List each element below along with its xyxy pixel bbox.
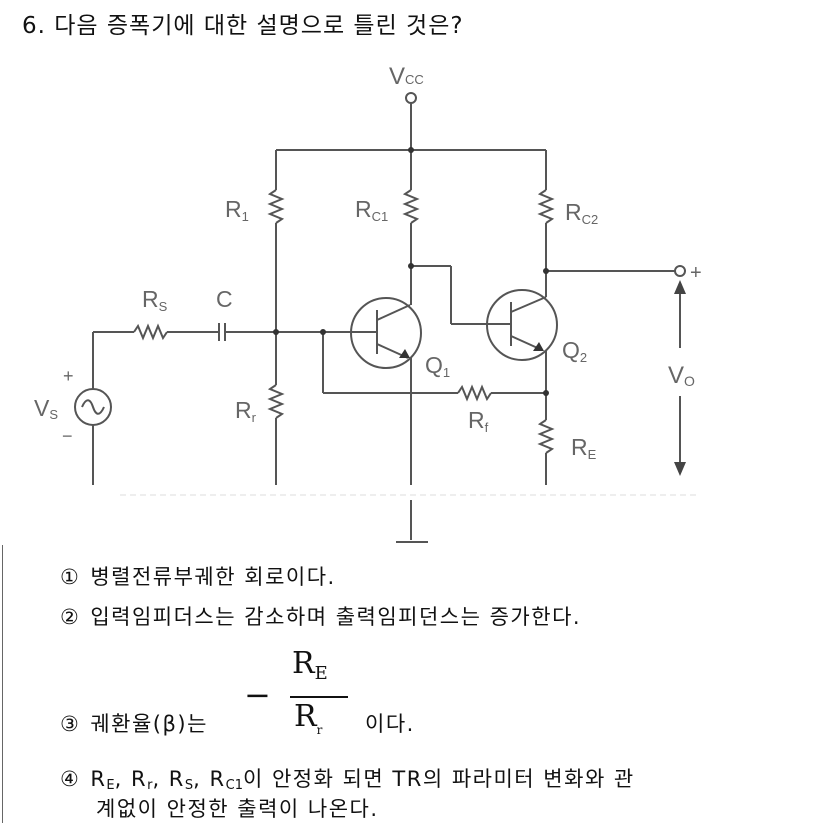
rc1-label: RC1 — [355, 196, 388, 224]
option-2-text: 입력임피더스는 감소하며 출력임피던스는 증가한다. — [90, 605, 582, 629]
junction-dots — [273, 147, 549, 396]
question-text: 다음 증폭기에 대한 설명으로 틀린 것은? — [54, 13, 464, 39]
question-title: 6. 다음 증폭기에 대한 설명으로 틀린 것은? — [22, 6, 464, 40]
q2-label: Q2 — [562, 337, 587, 365]
option-1-text: 병렬전류부궤한 회로이다. — [90, 565, 336, 589]
option-3-text-before: 궤환율(β)는 — [90, 712, 208, 736]
q1-label: Q1 — [425, 352, 450, 380]
vo-up-arrow-icon — [674, 280, 686, 294]
option-4-line1: RE, Rr, RS, RC1이 안정화 되면 TR의 파라미터 변화와 관 — [90, 767, 635, 793]
fraction-minus: − — [244, 676, 271, 714]
question-number: 6. — [22, 13, 46, 39]
option-3-number: ③ — [60, 712, 81, 736]
option-1-number: ① — [60, 565, 81, 589]
r1-label: R1 — [225, 196, 249, 224]
q2-emitter-arrow-icon — [533, 342, 544, 351]
re-label: RE — [571, 434, 597, 462]
vcc-terminal — [405, 92, 417, 104]
vs-label: VS — [34, 395, 58, 422]
vcc-label: VCC — [389, 63, 424, 90]
rc2-label: RC2 — [565, 199, 598, 227]
option-3-text-after: 이다. — [365, 712, 415, 736]
option-1[interactable]: ① 병렬전류부궤한 회로이다. — [60, 561, 336, 591]
ac-source-icon — [74, 388, 112, 426]
rf-label: Rf — [468, 407, 489, 435]
q1-emitter-arrow-icon — [399, 349, 410, 358]
feedback-ratio-fraction: − RE Rr — [244, 646, 364, 737]
option-4-line2: 계없이 안정한 출력이 나온다. — [96, 797, 379, 821]
output-plus-label: + — [690, 262, 702, 284]
option-2[interactable]: ② 입력임피더스는 감소하며 출력임피던스는 증가한다. — [60, 601, 581, 631]
option-2-number: ② — [60, 605, 81, 629]
c-label: C — [216, 286, 233, 312]
vo-down-arrow-icon — [674, 462, 686, 476]
fraction-numerator: RE — [292, 646, 328, 684]
option-4-number: ④ — [60, 767, 81, 791]
circuit-wires — [92, 103, 681, 543]
rs-label: RS — [142, 286, 168, 314]
rr-label: Rr — [235, 397, 257, 425]
amplifier-circuit-diagram: VCC R1 RC1 RC2 RS C + VS − Rr Q1 Q2 Rf R… — [34, 63, 702, 543]
fraction-denominator: Rr — [294, 699, 323, 737]
option-3[interactable]: ③ 궤환율(β)는 — [60, 708, 208, 738]
output-terminal — [674, 265, 686, 277]
vs-plus-label: + — [63, 366, 74, 386]
vs-minus-label: − — [62, 426, 73, 446]
fraction-bar — [290, 696, 348, 698]
margin-rule — [2, 545, 3, 823]
option-4[interactable]: ④ RE, Rr, RS, RC1이 안정화 되면 TR의 파라미터 변화와 관 — [60, 763, 635, 793]
vo-label: VO — [668, 362, 695, 389]
